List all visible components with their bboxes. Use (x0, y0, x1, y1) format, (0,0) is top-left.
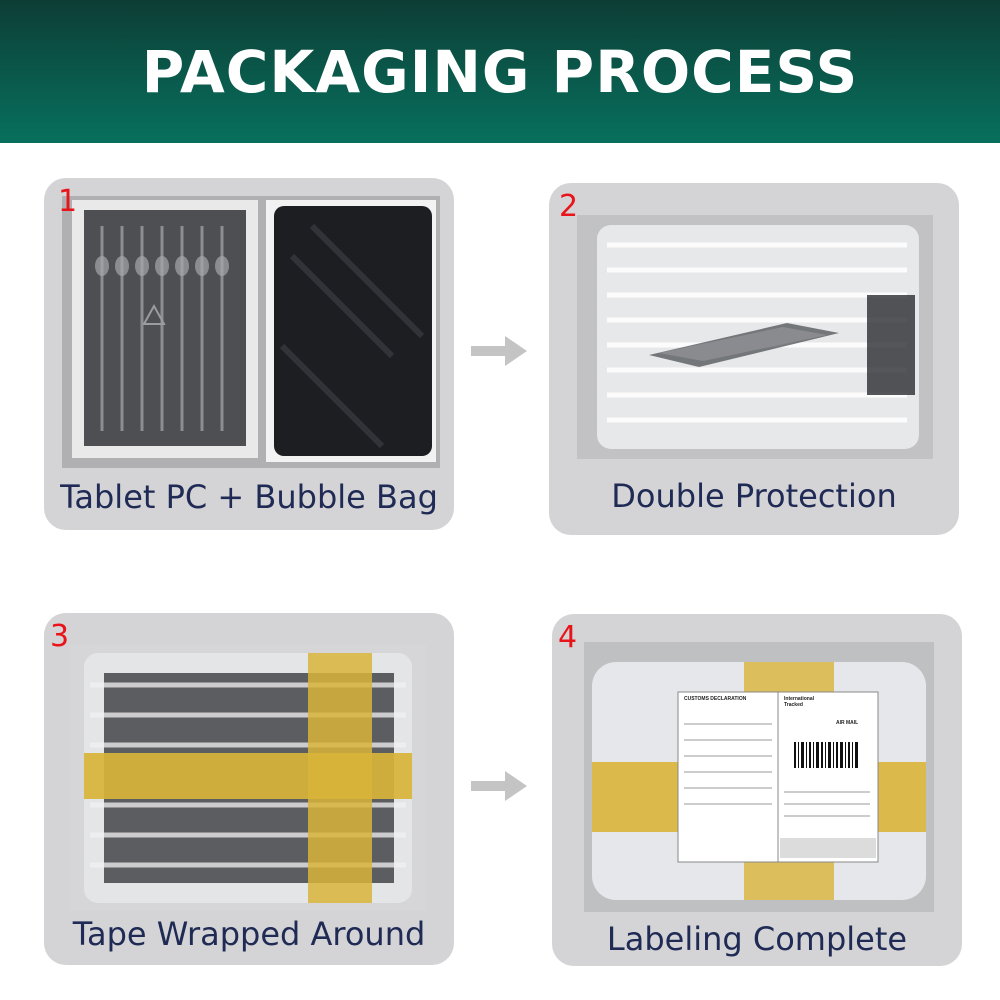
tape-wrapped-image (70, 645, 426, 911)
step-card-2: 2 Double Protection (549, 183, 959, 535)
step-number: 1 (58, 184, 78, 219)
step-number: 4 (558, 620, 578, 655)
header-banner: PACKAGING PROCESS (0, 0, 1000, 143)
step-2-photo (577, 215, 933, 459)
arrow-right-icon (471, 336, 527, 366)
tablet-and-bubble-bag-image (62, 196, 440, 468)
label-customs-title: CUSTOMS DECLARATION (684, 696, 747, 702)
page-title: PACKAGING PROCESS (141, 37, 859, 106)
labeled-package-image (584, 642, 934, 912)
step-number: 2 (559, 189, 579, 224)
step-4-photo: CUSTOMS DECLARATION International Tracke… (584, 642, 934, 912)
step-card-4: CUSTOMS DECLARATION International Tracke… (552, 614, 962, 966)
step-3-photo (70, 645, 426, 911)
double-protection-image (577, 215, 933, 459)
step-1-photo (62, 196, 440, 468)
step-card-3: 3 Tape Wrapped Around (44, 613, 454, 965)
step-number: 3 (50, 619, 70, 654)
label-tracked-title: International Tracked (784, 696, 815, 708)
arrow-right-icon (471, 771, 527, 801)
step-caption: Labeling Complete (606, 920, 908, 958)
step-caption: Double Protection (611, 477, 897, 515)
label-airmail: AIR MAIL (836, 720, 859, 726)
step-caption: Tablet PC + Bubble Bag (60, 478, 438, 516)
step-card-1: 1 Tablet PC + Bubble Bag (44, 178, 454, 530)
step-caption: Tape Wrapped Around (72, 915, 426, 953)
